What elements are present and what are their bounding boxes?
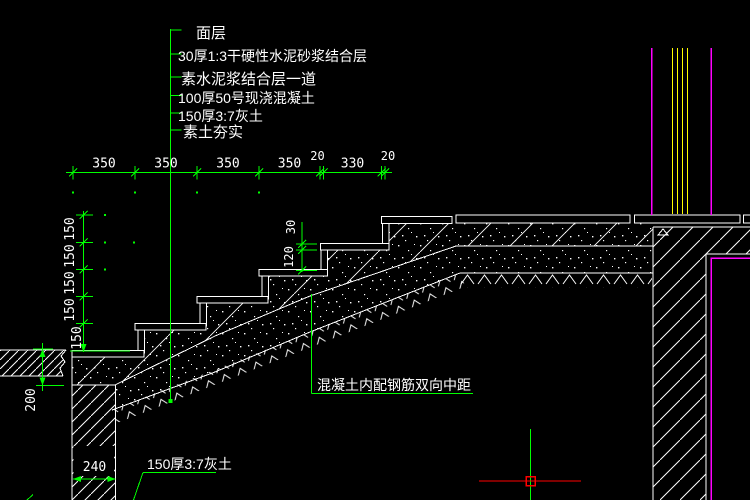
lime-soil-leader-note: 150厚3:7灰土 bbox=[26, 456, 232, 500]
rebar-note-text: 混凝土内配钢筋双向中距 bbox=[317, 377, 471, 393]
walkway-slab bbox=[0, 349, 67, 377]
dim-label: 150 bbox=[63, 217, 78, 240]
tread bbox=[196, 296, 269, 304]
dim-label: 150 bbox=[63, 271, 78, 294]
lime-soil-layer-hatch bbox=[111, 245, 653, 424]
riser bbox=[199, 299, 207, 327]
tread bbox=[320, 243, 390, 251]
callout-line: 素土夯实 bbox=[183, 124, 243, 141]
frame-lines bbox=[650, 48, 750, 500]
dim-label: 330 bbox=[341, 157, 364, 172]
callout-line: 30厚1:3干硬性水泥砂浆结合层 bbox=[178, 48, 367, 64]
callout-line: 素水泥浆结合层一道 bbox=[181, 70, 316, 88]
dim-label: 240 bbox=[83, 460, 106, 475]
tread bbox=[258, 269, 328, 277]
riser bbox=[261, 272, 269, 300]
dimension-240: 240 bbox=[73, 460, 116, 482]
concrete-bed-hatch bbox=[72, 223, 653, 385]
riser bbox=[320, 246, 328, 273]
dim-label: 150 bbox=[70, 326, 85, 349]
dim-label: 150 bbox=[63, 298, 78, 321]
crosshair-cursor bbox=[479, 429, 581, 500]
callout-line: 150厚3:7灰土 bbox=[178, 108, 263, 124]
dim-label: 350 bbox=[92, 157, 115, 172]
callout-line: 面层 bbox=[196, 25, 226, 42]
callout-line: 100厚50号现浇混凝土 bbox=[178, 90, 315, 106]
dim-label: 350 bbox=[154, 157, 177, 172]
dimension-column-risers: 150 150 150 150 150 bbox=[63, 210, 135, 352]
landing-slab bbox=[634, 214, 741, 224]
pickbox-icon bbox=[525, 475, 536, 487]
dim-label: 20 bbox=[381, 149, 395, 163]
landing-slab bbox=[743, 214, 750, 224]
tread-top bbox=[381, 216, 453, 224]
layer-callout: 面层 30厚1:3干硬性水泥砂浆结合层 素水泥浆结合层一道 100厚50号现浇混… bbox=[170, 25, 367, 141]
wall-break-triangle-icon bbox=[656, 228, 670, 236]
right-wall bbox=[652, 226, 750, 500]
dimension-row-top: 350 350 350 350 20 330 20 bbox=[66, 29, 395, 403]
dim-label: 30 bbox=[284, 220, 298, 234]
riser bbox=[137, 326, 145, 354]
dim-label: 20 bbox=[310, 149, 324, 163]
dim-label: 350 bbox=[278, 157, 301, 172]
dimension-step-detail: 30 120 bbox=[282, 220, 317, 275]
dim-label: 200 bbox=[24, 388, 39, 411]
landing-slab bbox=[455, 214, 631, 224]
rebar-leader-note: 混凝土内配钢筋双向中距 bbox=[311, 294, 473, 394]
frame-magenta-corner bbox=[710, 257, 750, 500]
dim-label: 150 bbox=[63, 244, 78, 267]
lime-soil-note-text: 150厚3:7灰土 bbox=[147, 456, 232, 472]
dim-label: 350 bbox=[216, 157, 239, 172]
dim-label: 120 bbox=[282, 246, 296, 268]
dimension-200: 200 bbox=[24, 343, 64, 412]
